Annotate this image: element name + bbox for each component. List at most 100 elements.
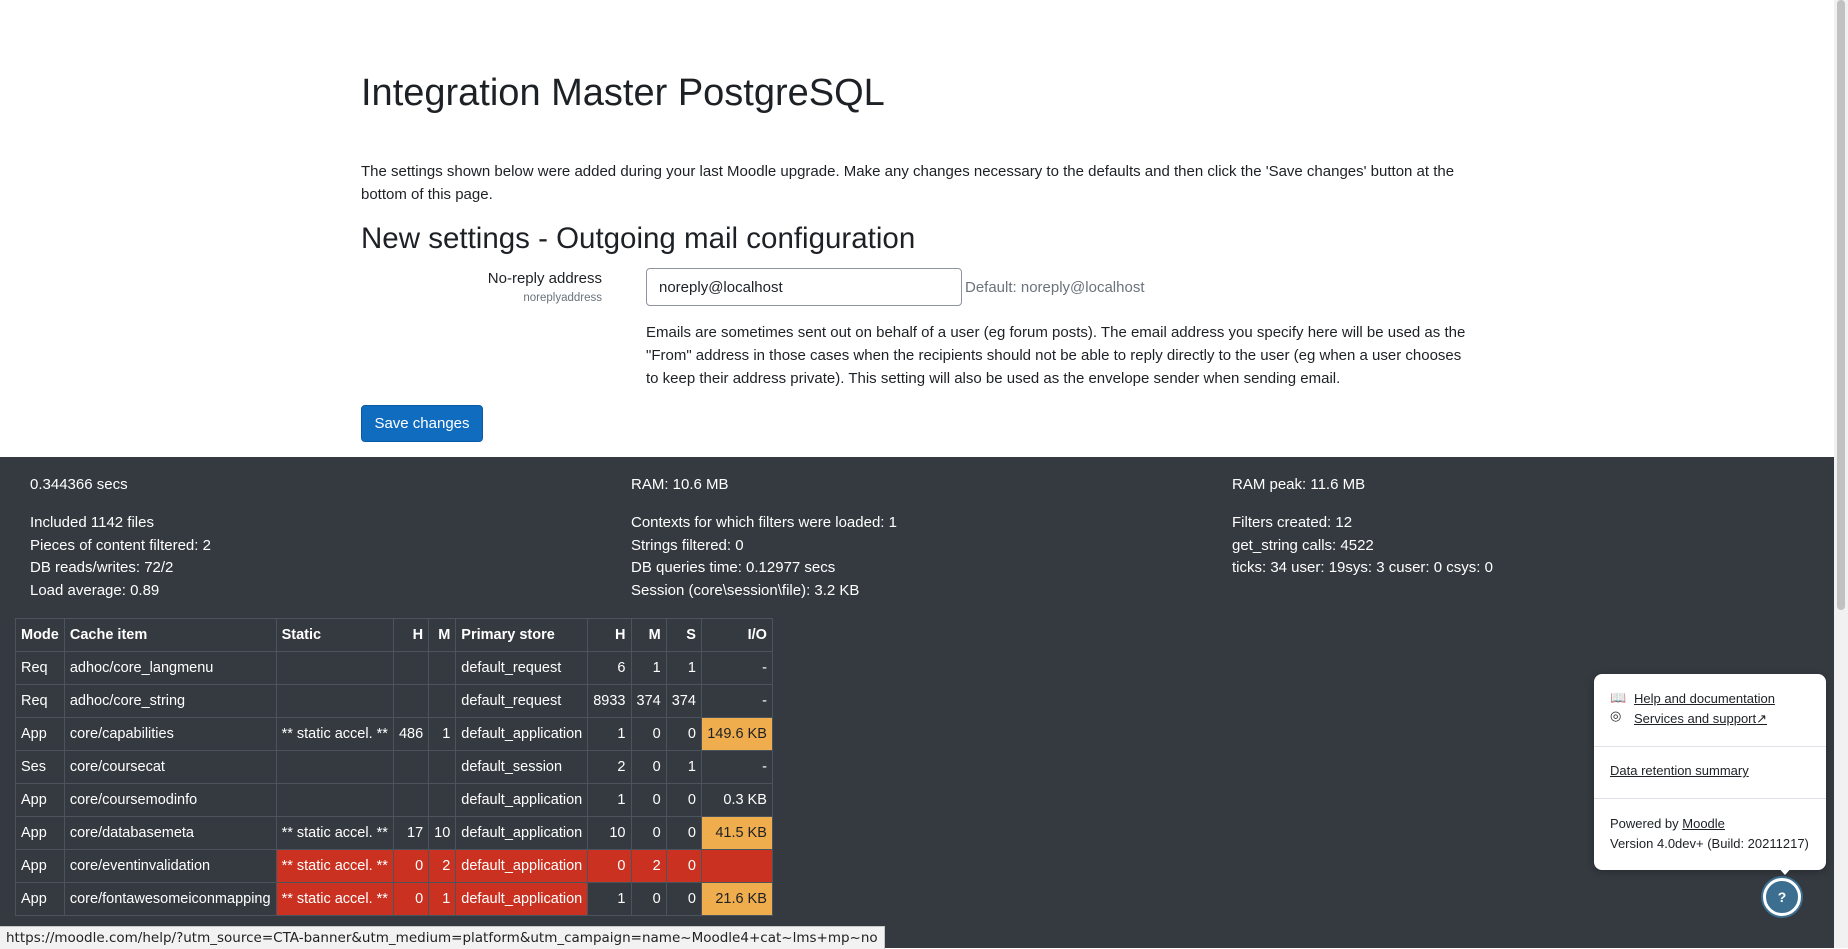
table-cell: default_application [455,717,589,751]
table-cell [275,684,394,718]
column-header: Cache item [63,618,277,652]
table-cell [275,651,394,685]
table-cell: 0 [665,849,702,883]
table-cell: default_request [455,651,589,685]
table-cell: App [15,816,65,850]
table-cell: default_application [455,882,589,916]
help-button[interactable]: ? [1763,878,1801,916]
table-cell: 6 [587,651,632,685]
table-cell: 1 [587,783,632,817]
table-cell: Req [15,651,65,685]
powered-by-prefix: Powered by [1610,816,1683,831]
table-cell: core/fontawesomeiconmapping [63,882,277,916]
column-header: S [665,618,702,652]
version-text: Version 4.0dev+ (Build: 20211217) [1610,836,1809,851]
perf-item: Session (core\session\file): 3.2 KB [631,582,860,599]
table-cell: default_session [455,750,589,784]
table-cell [275,750,394,784]
table-cell: default_request [455,684,589,718]
table-cell: App [15,783,65,817]
table-cell [275,783,394,817]
perf-item: RAM peak: 11.6 MB [1232,476,1366,493]
table-cell: Ses [15,750,65,784]
services-support-link[interactable]: Services and support↗ [1634,711,1767,727]
column-header: H [587,618,632,652]
perf-item: Pieces of content filtered: 2 [30,537,211,554]
table-cell: adhoc/core_langmenu [63,651,277,685]
table-cell [428,783,457,817]
table-cell: ** static accel. ** [275,882,394,916]
table-cell: 1 [587,717,632,751]
column-header: Static [275,618,394,652]
table-cell: 374 [630,684,667,718]
data-retention-link[interactable]: Data retention summary [1610,763,1749,778]
noreply-address-key: noreplyaddress [523,292,602,304]
table-cell: ** static accel. ** [275,816,394,850]
cache-usage-table: Mode Cache item Static H M Primary store… [15,618,773,916]
table-cell: App [15,717,65,751]
table-cell: 0 [630,816,667,850]
perf-item: DB queries time: 0.12977 secs [631,559,836,576]
book-icon: 📖 [1610,690,1627,705]
table-cell: 1 [428,717,457,751]
status-bar-url: https://moodle.com/help/?utm_source=CTA-… [0,926,885,949]
table-cell: 8933 [587,684,632,718]
perf-item: DB reads/writes: 72/2 [30,559,174,576]
table-cell: 2 [630,849,667,883]
table-cell: 0 [630,882,667,916]
table-cell [392,750,430,784]
perf-item: Strings filtered: 0 [631,537,744,554]
table-cell: 10 [587,816,632,850]
table-cell: 0 [630,783,667,817]
powered-by-text: Powered by Moodle [1610,816,1725,831]
noreply-address-label: No-reply address [487,270,602,287]
table-cell: 0 [392,849,430,883]
table-header-row: Mode Cache item Static H M Primary store… [15,618,773,652]
noreply-address-default: Default: noreply@localhost [965,279,1145,296]
table-cell: ** static accel. ** [275,717,394,751]
table-cell: core/coursecat [63,750,277,784]
help-documentation-link[interactable]: Help and documentation [1634,691,1775,706]
moodle-link[interactable]: Moodle [1682,816,1725,831]
table-cell [700,849,773,883]
upgrade-intro-text: The settings shown below were added duri… [361,163,1455,203]
table-cell: 1 [665,750,702,784]
save-changes-button[interactable]: Save changes [361,405,483,442]
table-cell: 0 [665,882,702,916]
perf-item: RAM: 10.6 MB [631,476,729,493]
noreply-address-description: Emails are sometimes sent out on behalf … [646,324,1466,387]
lifebuoy-icon: ◎ [1610,708,1622,723]
table-cell: App [15,849,65,883]
page-scrollbar[interactable] [1834,0,1848,948]
table-cell [428,750,457,784]
table-cell: 1 [665,651,702,685]
perf-item: Load average: 0.89 [30,582,160,599]
table-cell: ** static accel. ** [275,849,394,883]
column-header: Mode [15,618,65,652]
table-cell: core/capabilities [63,717,277,751]
column-header: M [428,618,457,652]
table-cell: 1 [587,882,632,916]
main-content: Integration Master PostgreSQL The settin… [0,0,1834,457]
table-cell: 2 [587,750,632,784]
noreply-address-input[interactable] [646,268,962,306]
table-cell [428,651,457,685]
perf-item: Filters created: 12 [1232,514,1353,531]
popover-arrow [1777,866,1793,875]
table-cell: 486 [392,717,430,751]
table-cell: 2 [428,849,457,883]
external-link-icon: ↗ [1756,711,1768,726]
scrollbar-thumb[interactable] [1837,0,1845,610]
perf-item: ticks: 34 user: 19sys: 3 cuser: 0 csys: … [1232,559,1493,576]
table-cell: 1 [428,882,457,916]
perf-item: Included 1142 files [30,514,154,531]
perf-item: Contexts for which filters were loaded: … [631,514,897,531]
table-cell: 17 [392,816,430,850]
perf-item: 0.344366 secs [30,476,128,493]
table-cell: core/coursemodinfo [63,783,277,817]
